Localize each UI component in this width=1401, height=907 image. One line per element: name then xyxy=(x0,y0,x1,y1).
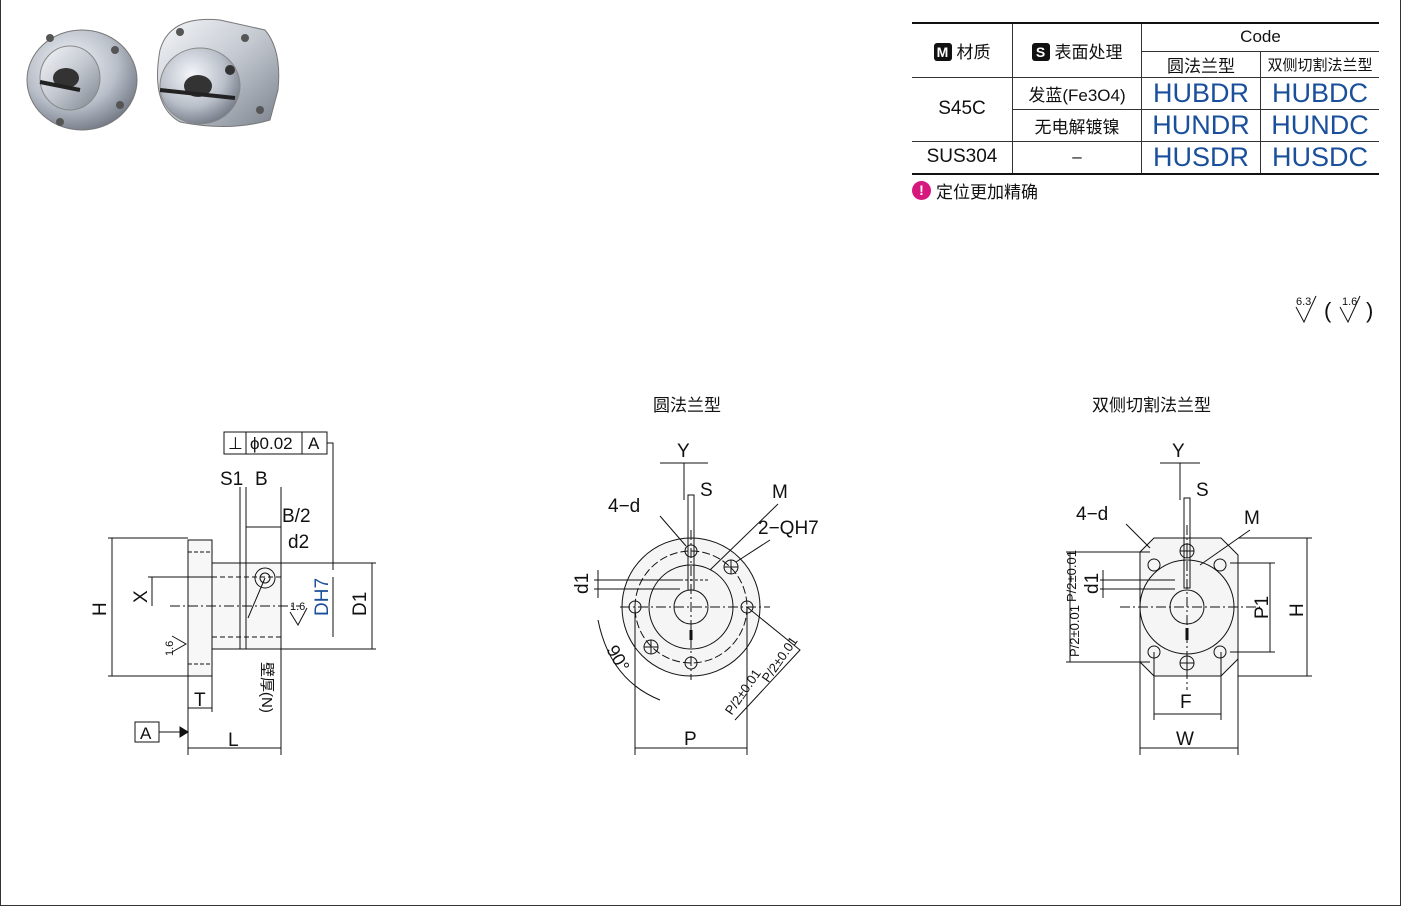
svg-text:S1: S1 xyxy=(220,469,243,490)
roughness-symbols: 6.3 ( 1.6 ) xyxy=(1295,295,1373,324)
surface-cell: 无电解镀镍 xyxy=(1012,108,1142,142)
roughness-general: 6.3 xyxy=(1296,296,1311,308)
header-round: 圆法兰型 xyxy=(1141,50,1261,78)
technical-drawing: 6.3 ( 1.6 ) ⊥ ϕ0.02 A xyxy=(90,295,1373,755)
svg-text:A: A xyxy=(308,434,320,453)
svg-text:D1: D1 xyxy=(350,592,371,616)
svg-text:H: H xyxy=(90,602,111,616)
material-cell: S45C xyxy=(912,76,1013,142)
surface-icon: S xyxy=(1031,42,1050,61)
exclamation-icon: ! xyxy=(912,181,931,200)
svg-text:): ) xyxy=(1366,298,1373,323)
svg-text:90°: 90° xyxy=(603,642,634,676)
photo-round-flange xyxy=(26,29,138,131)
svg-text:4−d: 4−d xyxy=(1076,504,1108,525)
svg-text:S: S xyxy=(1196,480,1209,501)
surface-cell: – xyxy=(1012,140,1142,174)
svg-text:DH7: DH7 xyxy=(312,578,333,616)
svg-text:L: L xyxy=(228,730,239,751)
svg-text:Y: Y xyxy=(1172,441,1185,462)
svg-text:ϕ0.02: ϕ0.02 xyxy=(250,434,293,453)
svg-text:2−QH7: 2−QH7 xyxy=(758,518,819,539)
svg-text:d1: d1 xyxy=(1082,573,1103,594)
material-cell: SUS304 xyxy=(912,140,1013,174)
header-cut: 双侧切割法兰型 xyxy=(1260,50,1379,78)
product-photos xyxy=(26,18,280,131)
svg-text:1.6: 1.6 xyxy=(290,601,305,613)
precision-note: ! 定位更加精确 xyxy=(912,178,1038,203)
code-cell: HUSDR xyxy=(1141,140,1261,174)
table-row: SUS304 – HUSDR HUSDC xyxy=(912,140,1379,174)
svg-text:4−d: 4−d xyxy=(608,496,640,517)
roughness-fine: 1.6 xyxy=(1342,296,1357,308)
svg-text:(: ( xyxy=(1324,298,1332,323)
header-code: Code xyxy=(1141,22,1379,52)
photo-cut-flange xyxy=(157,18,280,127)
svg-text:P/2±0.01: P/2±0.01 xyxy=(1067,605,1082,657)
svg-text:P/2±0.01: P/2±0.01 xyxy=(722,666,764,717)
svg-text:d2: d2 xyxy=(288,532,309,553)
note-text: 定位更加精确 xyxy=(936,183,1038,202)
svg-text:B/2: B/2 xyxy=(282,506,311,527)
cut-view-title: 双侧切割法兰型 xyxy=(1092,396,1211,415)
svg-text:P/2±0.01: P/2±0.01 xyxy=(1064,550,1079,602)
svg-text:A: A xyxy=(140,724,152,743)
round-view-title: 圆法兰型 xyxy=(653,396,721,415)
table-row: S45C 发蓝(Fe3O4) HUBDR HUBDC xyxy=(912,76,1379,142)
svg-text:P/2±0.01: P/2±0.01 xyxy=(759,634,801,685)
round-flange-view: 圆法兰型 Y S M 4−d 2−QH7 xyxy=(572,396,819,755)
code-cell: HUBDR xyxy=(1141,76,1261,110)
code-cell: HUNDC xyxy=(1260,108,1379,142)
svg-text:P1: P1 xyxy=(1252,596,1273,619)
svg-text:T: T xyxy=(194,690,206,711)
svg-text:Y: Y xyxy=(677,441,690,462)
svg-text:H: H xyxy=(1287,603,1308,617)
svg-text:M: M xyxy=(772,482,788,503)
material-icon: M xyxy=(933,42,952,61)
svg-text:d1: d1 xyxy=(572,573,593,594)
surface-cell: 发蓝(Fe3O4) xyxy=(1012,76,1142,110)
svg-text:M: M xyxy=(1244,508,1260,529)
svg-text:1.6: 1.6 xyxy=(164,641,176,656)
code-cell: HUSDC xyxy=(1260,140,1379,174)
code-cell: HUBDC xyxy=(1260,76,1379,110)
code-cell: HUNDR xyxy=(1141,108,1261,142)
svg-text:P: P xyxy=(684,729,697,750)
svg-text:X: X xyxy=(131,590,152,603)
svg-text:F: F xyxy=(1180,692,1192,713)
cut-flange-view: 双侧切割法兰型 Y S M 4−d d1 xyxy=(1064,396,1312,755)
svg-text:W: W xyxy=(1176,729,1194,750)
svg-text:⊥: ⊥ xyxy=(228,434,243,453)
svg-text:S: S xyxy=(700,480,713,501)
svg-text:B: B xyxy=(255,469,268,490)
table-row: 无电解镀镍 HUNDR HUNDC xyxy=(912,108,1379,142)
svg-text:壁厚(N): 壁厚(N) xyxy=(258,662,275,713)
side-view: ⊥ ϕ0.02 A H X xyxy=(90,431,376,755)
